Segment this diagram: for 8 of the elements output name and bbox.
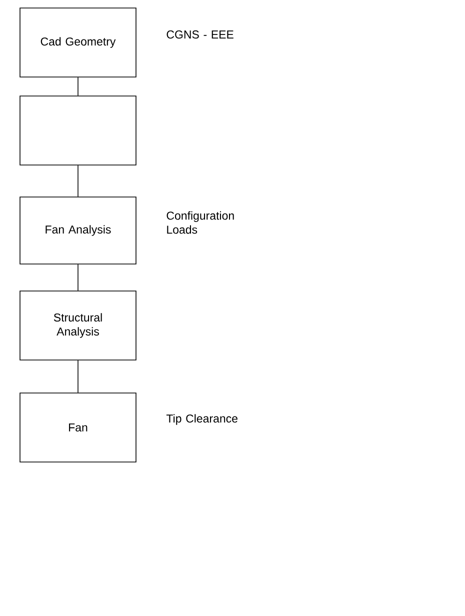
side-note: Tip Clearance xyxy=(166,414,238,425)
process-box: Structural Analysis xyxy=(20,290,136,360)
process-box: Cad Geometry xyxy=(20,8,136,78)
side-note: Configuration Loads xyxy=(166,211,234,234)
process-box: Fan Analysis xyxy=(20,196,136,264)
process-box: Fan xyxy=(20,392,136,462)
side-note: CGNS - EEE xyxy=(166,30,234,39)
empty-box xyxy=(20,96,136,166)
